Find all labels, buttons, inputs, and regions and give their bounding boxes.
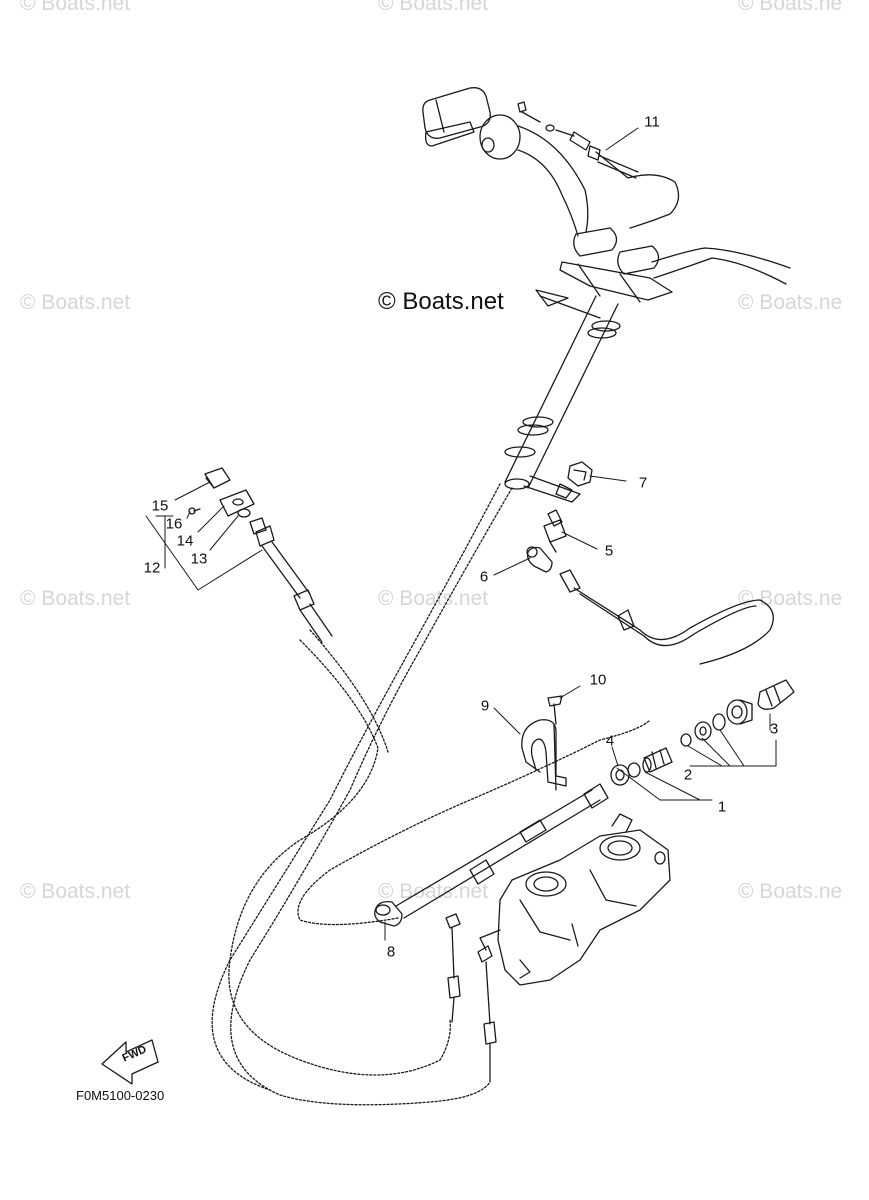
nut-7: [567, 461, 593, 487]
cable-to-bracket: [559, 569, 774, 665]
watermark: © Boats.net: [20, 0, 131, 15]
callout-7: 7: [638, 474, 648, 492]
callout-13: 13: [190, 550, 208, 568]
boot-8: [374, 900, 403, 927]
gauge-cable-12: [249, 517, 333, 643]
watermark: © Boats.ne: [738, 0, 843, 15]
main-watermark: © Boats.net: [378, 288, 504, 315]
handlebar: [422, 87, 791, 319]
grommet-6: [526, 546, 553, 573]
throttle-cable-runs: [211, 483, 651, 1106]
adjuster-2: [642, 713, 726, 773]
callout-14: 14: [176, 532, 194, 550]
watermark: © Boats.ne: [738, 587, 843, 610]
callout-8: 8: [386, 943, 396, 961]
callout-2: 2: [683, 766, 693, 784]
diagram-code: F0M5100-0230: [76, 1088, 165, 1103]
watermark: © Boats.ne: [738, 880, 843, 903]
screw-10: [547, 695, 563, 791]
callout-4: 4: [605, 732, 615, 750]
callout-12: 12: [143, 559, 161, 577]
callout-10: 10: [589, 671, 607, 689]
washer-4: [610, 762, 641, 786]
watermark: © Boats.ne: [738, 291, 843, 314]
callout-1: 1: [717, 798, 727, 816]
screw-16: [188, 507, 201, 515]
callout-6: 6: [479, 568, 489, 586]
meter-15: [204, 467, 231, 489]
callout-15: 15: [151, 497, 169, 515]
callout-9: 9: [480, 697, 490, 715]
callout-3: 3: [769, 720, 779, 738]
fitting-5: [543, 509, 567, 553]
watermark: © Boats.net: [378, 0, 489, 15]
steering-column: [504, 295, 621, 503]
watermark: © Boats.net: [20, 880, 131, 903]
carburetor: [479, 813, 671, 986]
fwd-arrow: [101, 1039, 159, 1085]
housing-3: [726, 679, 795, 725]
plate-14: [219, 489, 255, 517]
lower-cable-ends: [445, 913, 497, 1083]
cable-end-11: [517, 101, 639, 179]
watermark: © Boats.net: [378, 587, 489, 610]
callout-11: 11: [644, 113, 660, 131]
watermark: © Boats.net: [378, 880, 489, 903]
ring-13: [237, 508, 251, 518]
leader-lines: [145, 127, 777, 941]
callout-5: 5: [604, 542, 614, 560]
callout-16: 16: [165, 515, 183, 533]
throttle-cable-1: [395, 783, 609, 919]
bracket-9: [521, 719, 567, 787]
watermark: © Boats.net: [20, 291, 131, 314]
watermark: © Boats.net: [20, 587, 131, 610]
